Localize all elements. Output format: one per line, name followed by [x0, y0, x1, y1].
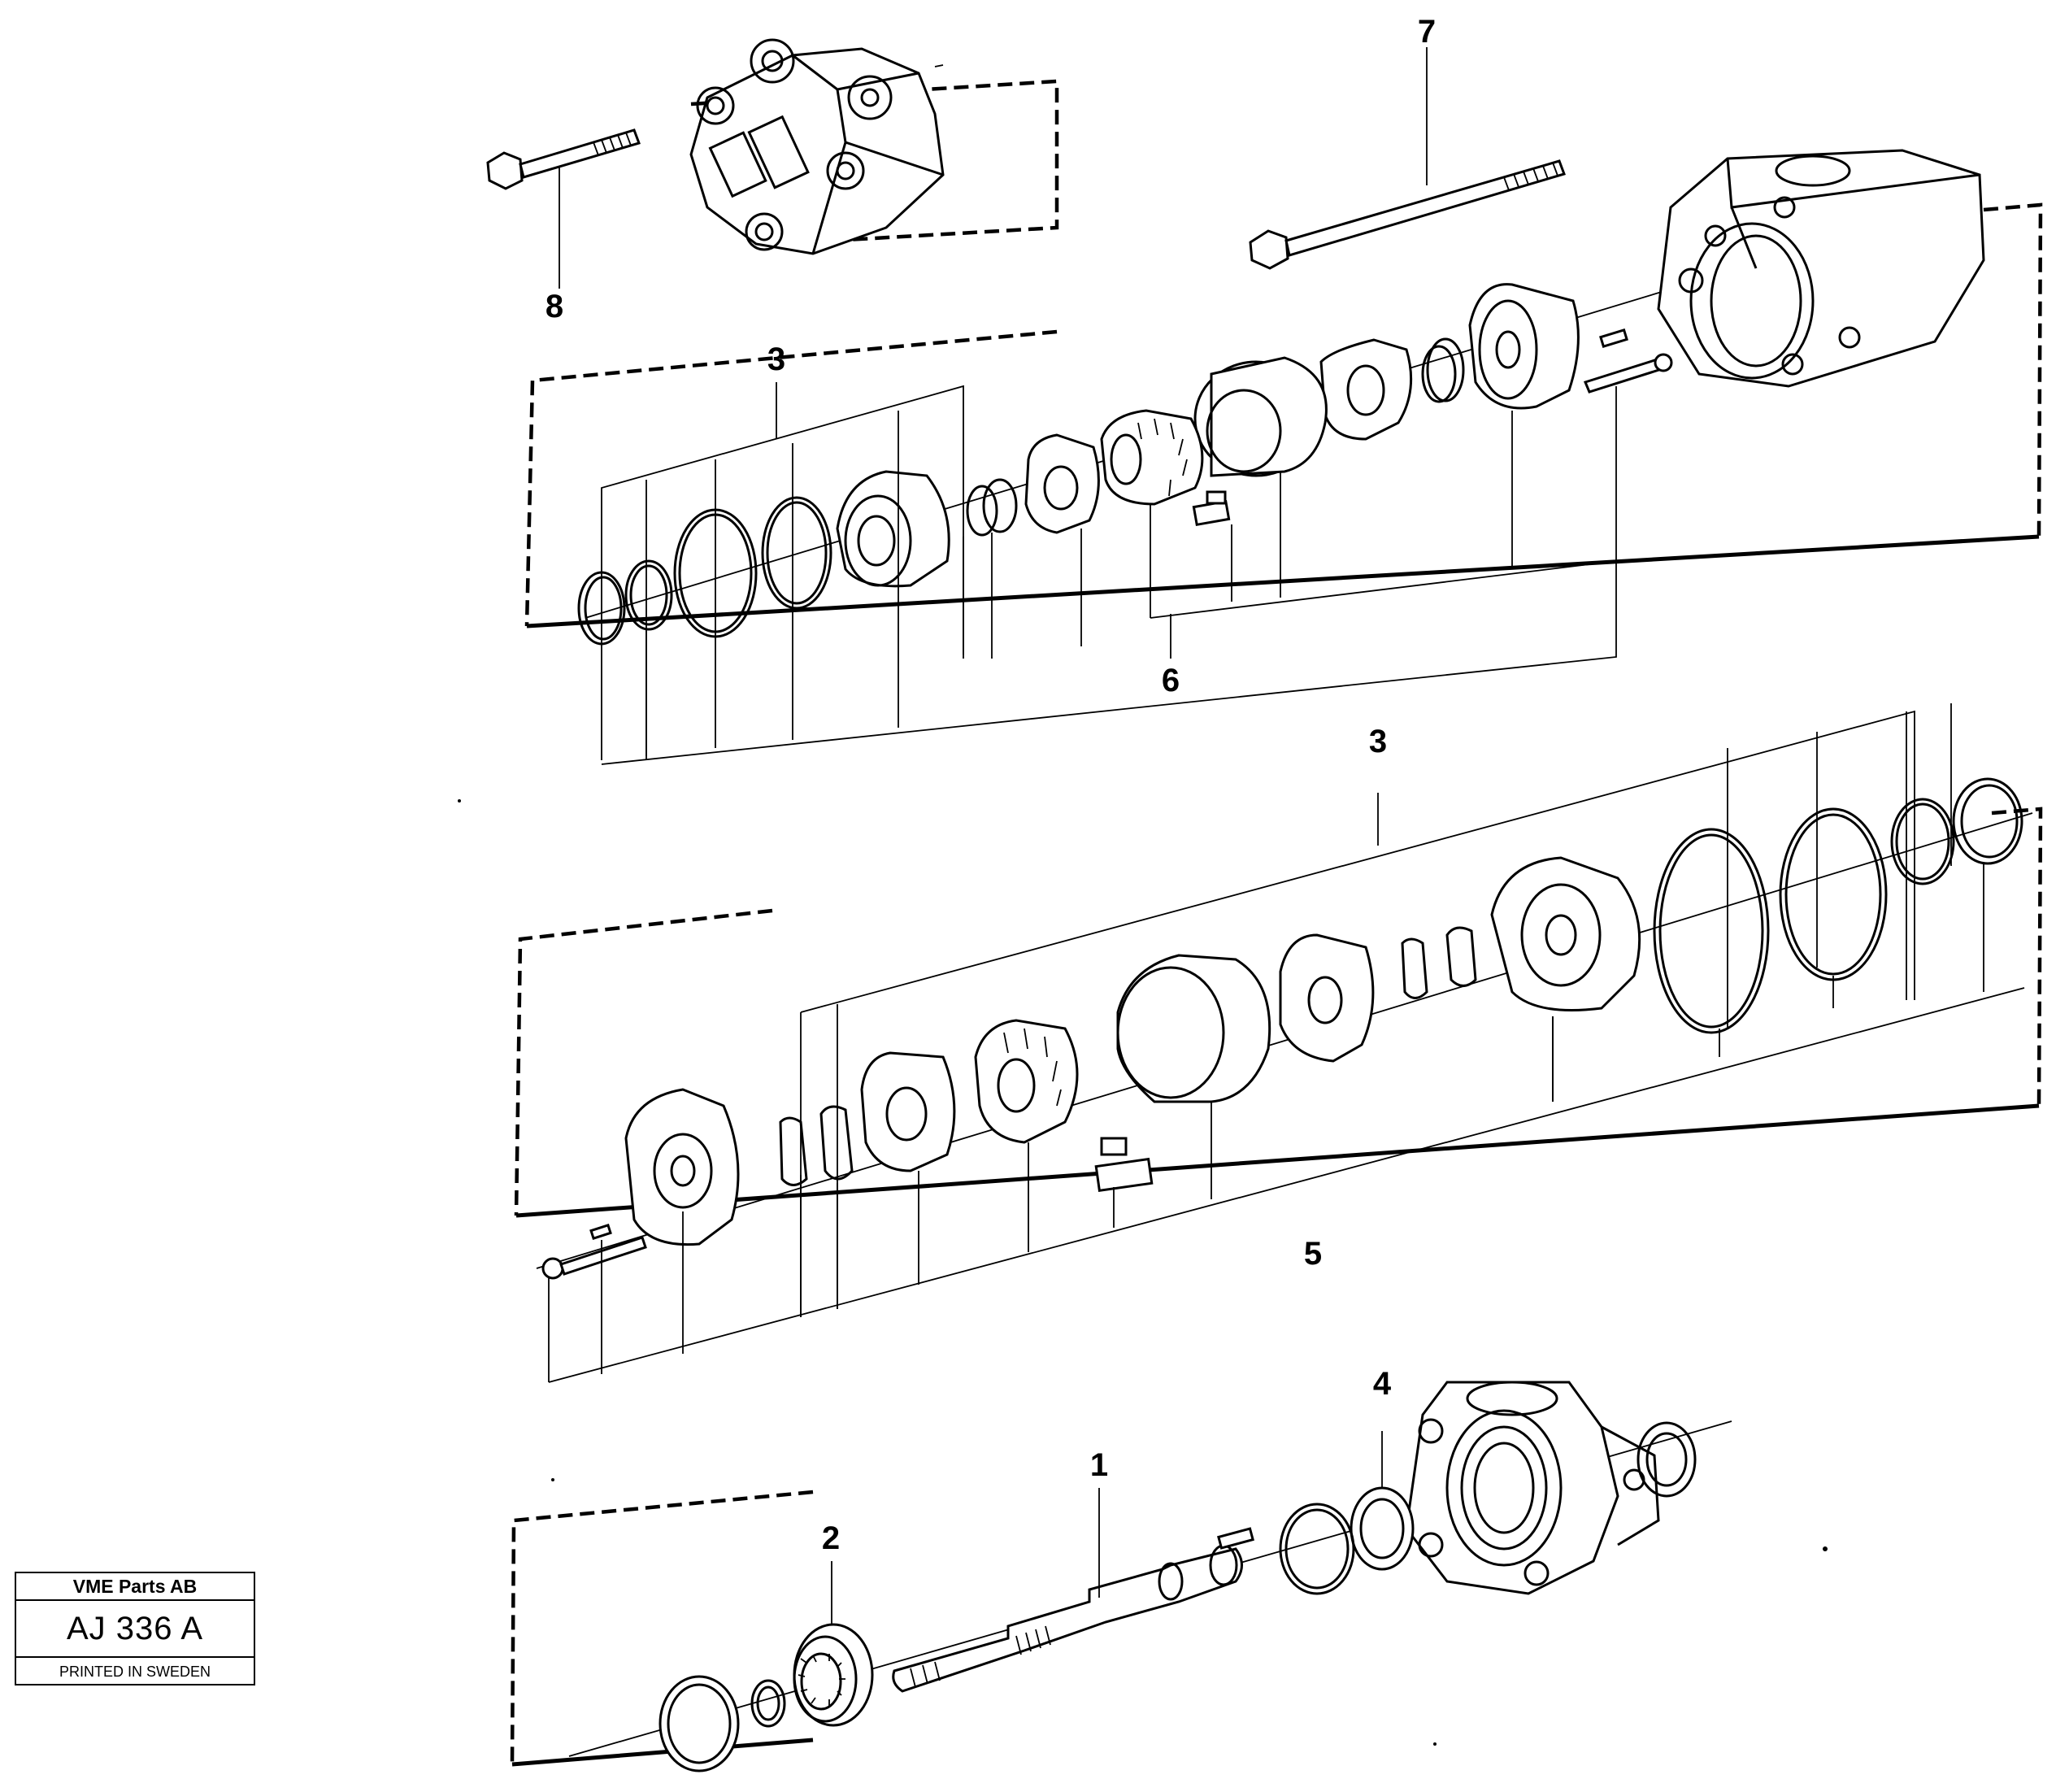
stamp-printed: PRINTED IN SWEDEN [59, 1664, 211, 1680]
callout-7: 7 [1418, 14, 1436, 50]
callout-5: 5 [1304, 1236, 1322, 1272]
callout-3-upper: 3 [767, 341, 785, 377]
rotor-middle-part [974, 1019, 1079, 1144]
stamp-company: VME Parts AB [16, 1573, 254, 1601]
bolt-7 [1249, 47, 1566, 270]
flange-middle-part [1490, 856, 1641, 1011]
end-plate-middle-part [624, 1088, 740, 1246]
pump-housing-part [1657, 149, 1985, 388]
thrust-plate-upper-part [1024, 433, 1100, 534]
drive-shaft-part [892, 1547, 1243, 1693]
middle-cartridge-group [514, 703, 2043, 1383]
end-cover-group [689, 38, 1059, 255]
callout-3-middle: 3 [1369, 724, 1387, 759]
cam-ring-middle-part [1116, 954, 1271, 1103]
side-plate-middle-part [1279, 933, 1375, 1063]
callout-6: 6 [1162, 663, 1180, 698]
side-plate-upper-part [1319, 338, 1413, 441]
rotor-upper-part [1100, 409, 1204, 506]
title-stamp: VME Parts AB AJ 336 A PRINTED IN SWEDEN [15, 1572, 255, 1685]
callout-2: 2 [822, 1520, 840, 1556]
callout-4: 4 [1373, 1366, 1392, 1402]
pressure-plate-upper-part [1468, 283, 1580, 410]
thrust-plate-middle-part [860, 1051, 956, 1172]
bolt-8 [486, 128, 641, 289]
upper-cartridge-group [524, 149, 2043, 765]
stamp-code: AJ 336 A [16, 1601, 254, 1658]
end-cover-part [689, 47, 945, 255]
callout-8: 8 [546, 289, 563, 324]
callout-1: 1 [1090, 1447, 1108, 1483]
bottom-shaft-group [510, 1381, 1732, 1772]
